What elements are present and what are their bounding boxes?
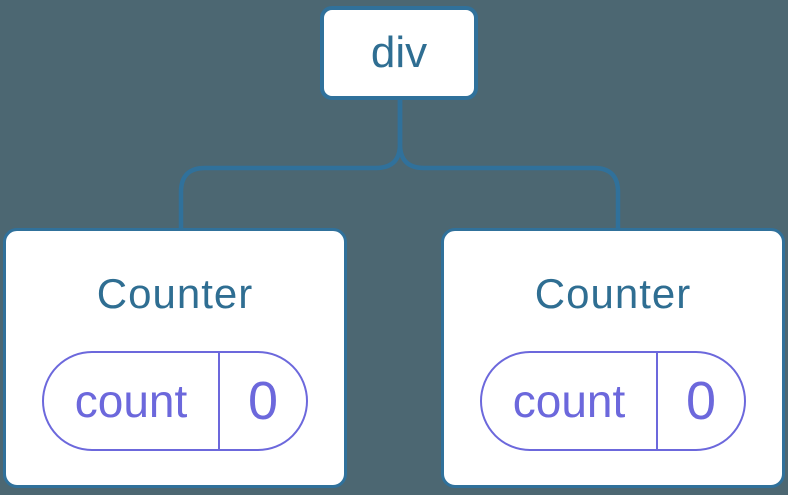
counter-card-left: Counter count 0	[3, 228, 347, 488]
state-label: count	[512, 375, 626, 427]
counter-card-right: Counter count 0	[441, 228, 785, 488]
state-value: 0	[656, 353, 744, 449]
counter-title: Counter	[96, 270, 254, 317]
edge-root-to-right-counter	[397, 100, 621, 229]
counter-title: Counter	[534, 270, 692, 317]
root-node: div	[320, 6, 478, 100]
root-node-label: div	[370, 28, 428, 77]
state-pill: count 0	[480, 351, 746, 451]
state-pill: count 0	[42, 351, 308, 451]
state-label: count	[74, 375, 188, 427]
edge-root-to-left-counter	[178, 100, 403, 229]
state-value: 0	[218, 353, 306, 449]
